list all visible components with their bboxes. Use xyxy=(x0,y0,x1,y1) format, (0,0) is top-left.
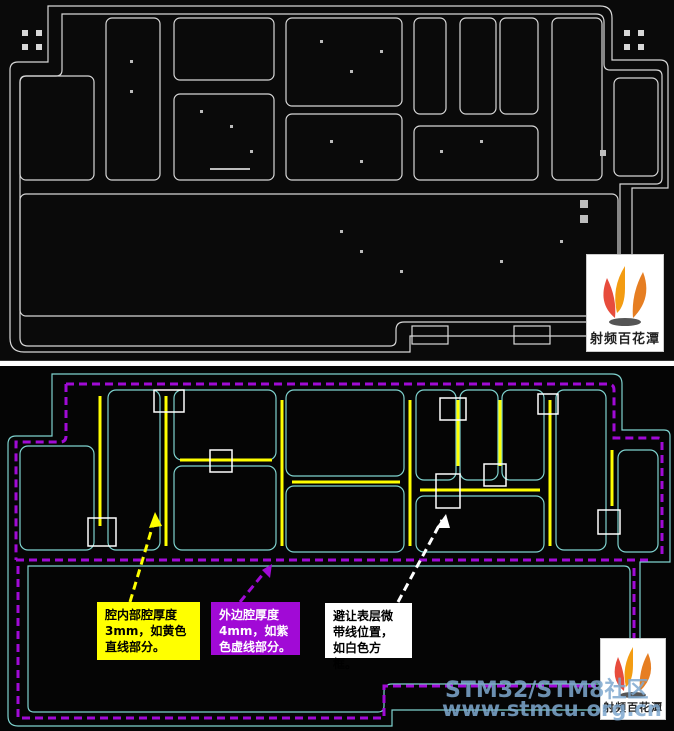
cavity xyxy=(459,389,499,481)
avoidance-callout: 避让表层微带线位置，如白色方框。 xyxy=(325,603,412,671)
avoid-box xyxy=(153,389,185,413)
cavity xyxy=(415,495,545,553)
cavity xyxy=(413,17,447,115)
cavity xyxy=(413,125,539,181)
outer-wall-callout: 外边腔厚度4mm，如紫色虚线部分。 xyxy=(211,602,300,655)
cavity xyxy=(173,465,277,551)
logo: 射频百花潭 xyxy=(600,638,666,720)
logo-text: 射频百花潭 xyxy=(589,332,660,347)
cavity xyxy=(19,193,619,317)
cavity xyxy=(285,389,405,477)
watermark-line1: STM32/STM8社区 xyxy=(445,678,649,703)
avoid-box xyxy=(209,449,233,473)
cavity xyxy=(107,389,161,551)
flame-logo-icon xyxy=(614,647,652,698)
avoid-box xyxy=(439,397,467,421)
flame-logo-icon xyxy=(603,266,647,326)
logo-text: 射频百花潭 xyxy=(603,701,663,714)
cavity xyxy=(105,17,161,181)
cavity xyxy=(173,93,275,181)
avoid-box xyxy=(87,517,117,547)
cavity xyxy=(499,17,539,115)
avoid-box xyxy=(435,473,461,509)
cavity xyxy=(459,17,497,115)
cavity xyxy=(613,77,659,177)
cavity xyxy=(19,445,95,551)
cavity xyxy=(285,485,405,553)
top-cad-panel: 射频百花潭 xyxy=(0,0,674,361)
cavity xyxy=(415,389,457,481)
cavity xyxy=(555,389,607,551)
cavity xyxy=(551,17,603,181)
outer-wall-dash xyxy=(14,384,68,560)
outer-wall-dash xyxy=(66,382,664,556)
cavity xyxy=(617,449,659,553)
cavity xyxy=(173,17,275,81)
avoid-box xyxy=(597,509,621,535)
avoid-box xyxy=(537,393,559,415)
avoid-box xyxy=(483,463,507,487)
watermark-line2: www.stmcu.org.cn xyxy=(442,697,662,721)
cavity xyxy=(19,75,95,181)
cavity xyxy=(501,389,545,481)
top-cad-drawing xyxy=(9,5,669,353)
cavity xyxy=(285,113,403,181)
logo: 射频百花潭 xyxy=(586,254,664,352)
cavity xyxy=(285,17,403,107)
bottom-cad-panel: 射频百花潭 xyxy=(0,366,674,731)
inner-wall-callout: 腔内部腔厚度3mm，如黄色直线部分。 xyxy=(97,602,200,660)
